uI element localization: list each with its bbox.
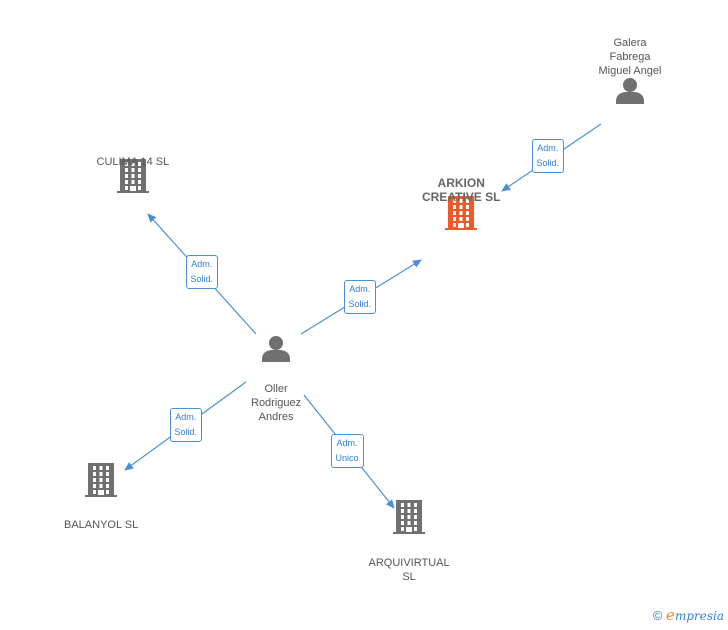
edge-label-line: Unico (335, 453, 359, 463)
edge-label-line: Solid. (348, 299, 372, 309)
node-label-line: SL (402, 571, 416, 583)
node-label-line: BALANYOL SL (64, 519, 139, 531)
edge-label-line: Adm. (349, 284, 371, 294)
copyright-symbol: © (652, 608, 663, 623)
edge-label-oller-arquivirtual: Adm. Unico (330, 434, 364, 468)
person-icon (616, 78, 644, 104)
node-label-line: CREATIVE SL (422, 190, 501, 204)
node-label-line: Miguel Angel (598, 65, 662, 77)
edge-label-oller-culima: Adm. Solid. (185, 255, 219, 289)
node-label-culima: CULIMA 14 SL (97, 155, 170, 169)
building-icon (85, 463, 117, 497)
building-icon (445, 196, 477, 230)
node-label-line: Galera (613, 37, 647, 49)
node-label-line: Oller (264, 383, 288, 395)
edge-label-line: Adm. (175, 412, 197, 422)
node-label-arquivirtual: ARQUIVIRTUAL SL (369, 556, 450, 584)
node-label-line: ARQUIVIRTUAL (368, 557, 450, 569)
edge-label-line: Adm. (336, 438, 358, 448)
node-label-line: ARKION (437, 176, 485, 190)
copyright-watermark: © empresia (653, 606, 724, 624)
node-label-line: CULIMA 14 SL (96, 156, 170, 168)
node-label-balanyol: BALANYOL SL (64, 518, 138, 532)
building-icon (117, 159, 149, 193)
edge-label-oller-arkion: Adm. Solid. (343, 280, 377, 314)
edge-label-line: Adm. (537, 143, 559, 153)
node-label-line: Rodriguez (251, 397, 302, 409)
node-label-line: Fabrega (609, 51, 651, 63)
edge-label-line: Solid. (536, 158, 560, 168)
building-icon (393, 500, 425, 534)
edge-label-line: Solid. (190, 274, 214, 284)
brand-logo: empresia (666, 606, 724, 624)
edge-label-line: Adm. (191, 259, 213, 269)
person-icon (262, 336, 290, 362)
node-label-line: Andres (258, 411, 294, 423)
edge-label-line: Solid. (174, 427, 198, 437)
edge-label-oller-balanyol: Adm. Solid. (169, 408, 203, 442)
edge-label-galera-arkion: Adm. Solid. (531, 139, 565, 173)
